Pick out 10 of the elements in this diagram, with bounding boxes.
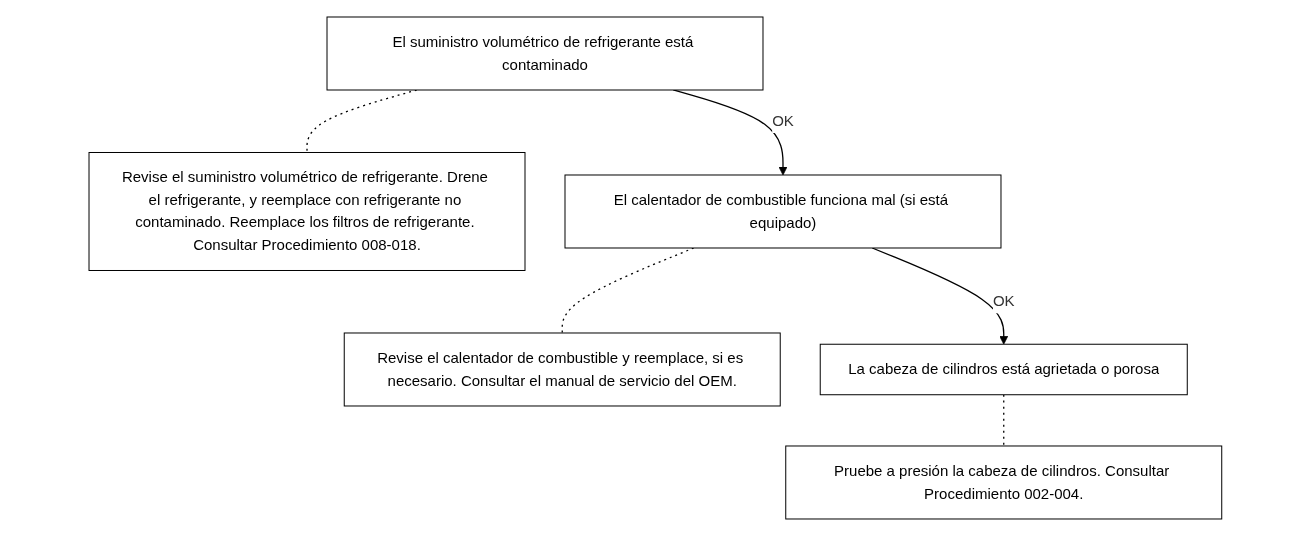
- node-box: La cabeza de cilindros está agrietada o porosa: [819, 343, 1188, 395]
- arrow: [871, 246, 1008, 345]
- connector: [1002, 393, 1004, 447]
- node-box: El calentador de combustible funciona mal (si está equipado): [564, 174, 1002, 248]
- node-box: Pruebe a presión la cabeza de cilindros. Consultar Procedimiento 002-004.: [784, 445, 1222, 519]
- edge-label: OK: [771, 111, 794, 129]
- edge-label: OK: [992, 291, 1015, 309]
- node-box: El suministro volumétrico de refrigerante está contaminado: [326, 16, 764, 90]
- node-box: Revise el suministro volumétrico de refrigerante. Drene el refrigerante, y reemplace con refrigerante no contaminado. Reemplace los filtros de refrigerante. Consultar Procedimiento 008-018.: [88, 151, 526, 271]
- node-box: Revise el calentador de combustible y reemplace, si es necesario. Consultar el manual de servicio del OEM.: [343, 332, 781, 406]
